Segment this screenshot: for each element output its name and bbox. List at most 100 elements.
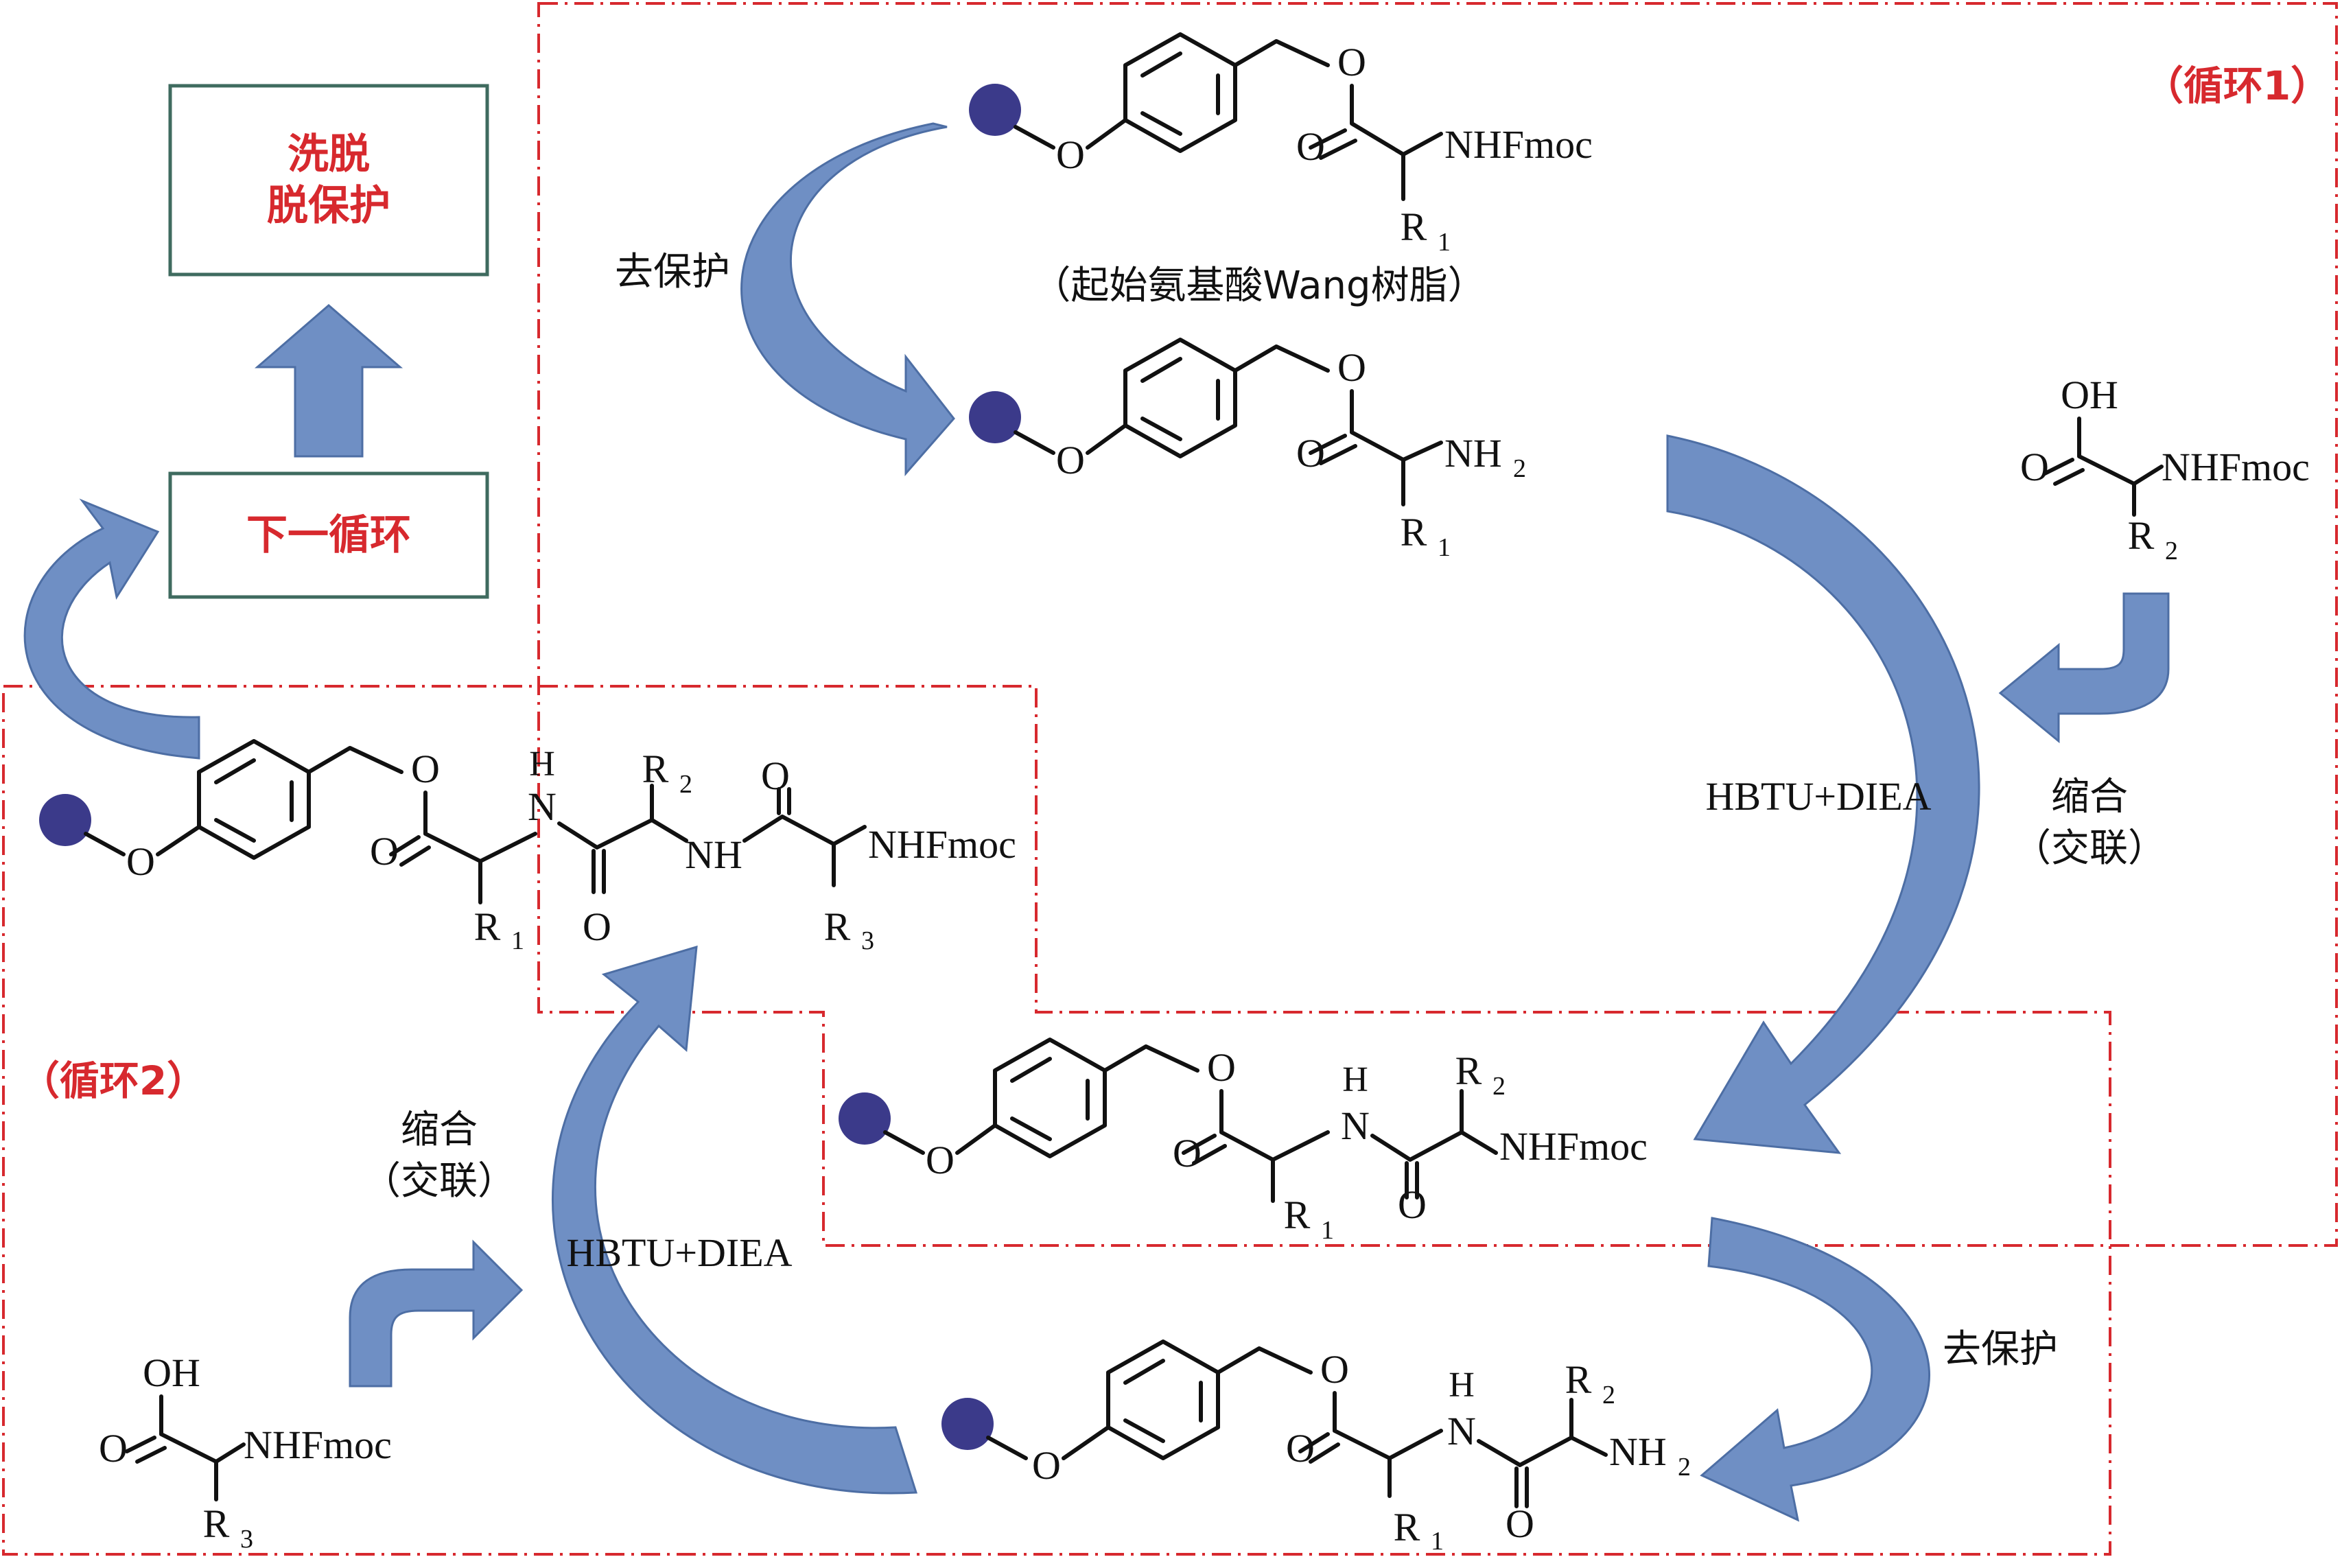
svg-text:H: H [529, 745, 555, 784]
svg-text:O: O [1320, 1347, 1349, 1392]
svg-text:O: O [1173, 1131, 1202, 1175]
molecule-deprotected-1: O O O NH 2 R 1 [969, 338, 1526, 562]
svg-text:O: O [1296, 124, 1325, 169]
cycle2-frame [2, 685, 2111, 1556]
svg-text:NH: NH [1609, 1429, 1667, 1474]
reagent-left-label: HBTU+DIEA [566, 1230, 792, 1275]
resin-bead [969, 391, 1021, 443]
svg-text:O: O [2020, 445, 2049, 489]
svg-text:O: O [370, 829, 399, 874]
svg-text:1: 1 [1431, 1527, 1444, 1556]
svg-text:R: R [2128, 513, 2155, 558]
condense-right-line1: 缩合 [2051, 775, 2128, 819]
svg-text:N: N [528, 784, 557, 829]
svg-text:2: 2 [2165, 537, 2178, 565]
svg-text:O: O [1506, 1501, 1534, 1546]
svg-text:NHFmoc: NHFmoc [868, 822, 1016, 867]
deprotect-label: 脱保护 [267, 182, 390, 230]
svg-text:O: O [411, 747, 440, 791]
cycle2-label: （循环2） [20, 1057, 207, 1104]
reagent-arrow-right [1998, 592, 2170, 744]
svg-text:NHFmoc: NHFmoc [2162, 445, 2310, 489]
molecule-tripeptide-fmoc: O O O R 1 H N O R 2 NH O R 3 NHFmoc [39, 739, 1016, 955]
svg-text:O: O [1207, 1045, 1236, 1090]
svg-text:O: O [1337, 40, 1366, 84]
svg-text:3: 3 [861, 926, 874, 955]
svg-text:O: O [126, 839, 155, 884]
svg-text:O: O [1398, 1182, 1427, 1227]
elute-label: 洗脱 [288, 130, 370, 178]
deprotect-arrow-top [740, 122, 955, 476]
deprotect-label-top: 去保护 [615, 250, 730, 294]
reagent-fmoc-aa-r3: OH O NHFmoc R 3 [99, 1350, 392, 1554]
svg-text:R: R [824, 904, 851, 949]
starting-resin-caption: （起始氨基酸Wang树脂） [1032, 264, 1486, 308]
reagent-arrow-left [349, 1239, 524, 1388]
elute-deprotect-box [168, 84, 489, 277]
svg-text:R: R [1394, 1505, 1420, 1549]
svg-text:O: O [1296, 431, 1325, 476]
svg-text:O: O [99, 1426, 128, 1471]
svg-text:N: N [1341, 1103, 1370, 1148]
molecule-dipeptide-fmoc: O O O R 1 H N O R 2 NHFmoc [839, 1038, 1648, 1245]
svg-text:3: 3 [240, 1525, 253, 1554]
svg-text:O: O [583, 904, 611, 949]
svg-text:R: R [1455, 1049, 1482, 1093]
svg-text:N: N [1447, 1409, 1476, 1453]
svg-text:R: R [1565, 1357, 1592, 1402]
svg-text:NHFmoc: NHFmoc [1444, 122, 1593, 167]
next-cycle-arrow [23, 498, 200, 760]
condense-arrow-right [1666, 434, 1980, 1154]
svg-text:R: R [474, 904, 501, 949]
svg-text:O: O [1056, 438, 1085, 482]
deprotect-arrow-bottom [1700, 1217, 1930, 1522]
resin-bead [941, 1398, 994, 1450]
svg-text:O: O [1337, 345, 1366, 390]
cycle1-label: （循环1） [2144, 62, 2330, 109]
svg-text:2: 2 [679, 770, 692, 799]
svg-text:OH: OH [143, 1350, 200, 1395]
svg-text:2: 2 [1602, 1381, 1615, 1409]
svg-text:H: H [1449, 1366, 1475, 1405]
svg-text:NHFmoc: NHFmoc [244, 1423, 392, 1467]
svg-text:H: H [1342, 1060, 1368, 1099]
resin-bead [39, 794, 91, 846]
deprotect-label-bottom: 去保护 [1943, 1327, 2058, 1372]
svg-text:2: 2 [1678, 1453, 1691, 1482]
reagent-right-label: HBTU+DIEA [1705, 774, 1931, 819]
svg-text:O: O [1032, 1443, 1061, 1488]
svg-text:R: R [1401, 204, 1427, 249]
condense-arrow-left [552, 945, 918, 1495]
reagent-fmoc-aa-r2: OH O NHFmoc R 2 [2020, 373, 2310, 565]
svg-text:1: 1 [1438, 533, 1451, 562]
svg-text:1: 1 [1438, 228, 1451, 257]
next-cycle-label: 下一循环 [246, 511, 411, 559]
svg-text:R: R [1401, 510, 1427, 554]
svg-text:1: 1 [511, 926, 524, 955]
molecule-dipeptide-deprotected: O O O R 1 H N O R 2 NH 2 [941, 1339, 1691, 1556]
svg-text:O: O [1056, 132, 1085, 177]
svg-text:2: 2 [1492, 1072, 1506, 1101]
svg-text:1: 1 [1321, 1216, 1334, 1245]
svg-text:NHFmoc: NHFmoc [1499, 1124, 1648, 1169]
condense-right-line2: （交联） [2013, 826, 2166, 871]
molecule-starting-resin: O O O NHFmoc R 1 [969, 32, 1593, 257]
svg-text:O: O [1286, 1426, 1315, 1471]
svg-text:O: O [926, 1138, 955, 1182]
condense-left-line1: 缩合 [401, 1108, 478, 1152]
svg-text:NH: NH [685, 832, 742, 877]
cycle1-frame [537, 2, 2338, 1247]
svg-text:O: O [761, 753, 790, 798]
up-arrow [254, 304, 403, 458]
svg-text:R: R [642, 747, 669, 791]
condense-left-line2: （交联） [362, 1159, 516, 1204]
svg-text:2: 2 [1513, 454, 1526, 483]
svg-text:NH: NH [1444, 431, 1502, 476]
svg-text:R: R [1284, 1193, 1311, 1237]
resin-bead [839, 1092, 891, 1145]
next-cycle-box [168, 471, 489, 599]
resin-bead [969, 84, 1021, 136]
svg-text:R: R [203, 1501, 230, 1546]
svg-text:OH: OH [2061, 373, 2118, 417]
